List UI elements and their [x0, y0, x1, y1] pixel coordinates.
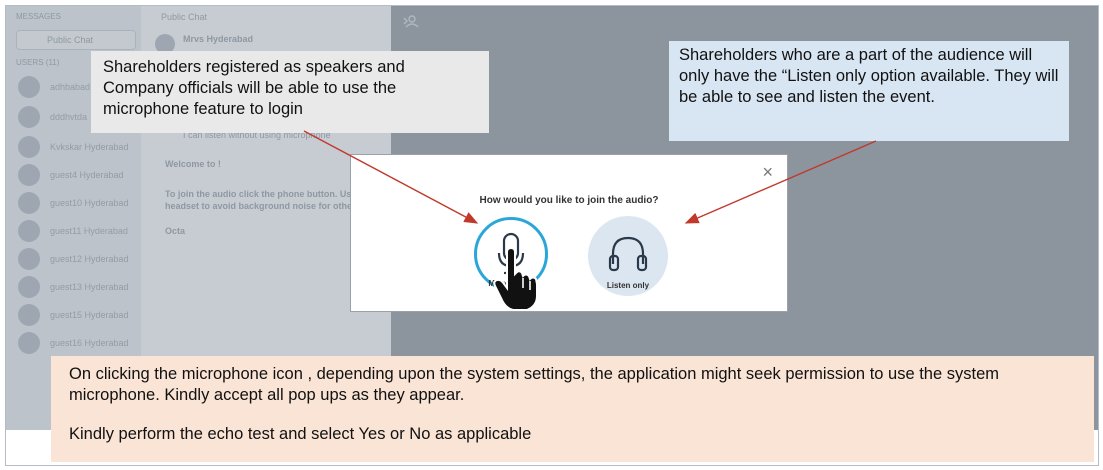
- listen-only-button[interactable]: [588, 216, 668, 296]
- avatar: [155, 34, 175, 54]
- user-list-item[interactable]: guest16 Hyderabad: [18, 332, 138, 354]
- avatar: [18, 276, 40, 298]
- user-list-item[interactable]: guest13 Hyderabad: [18, 276, 138, 298]
- avatar: [18, 220, 40, 242]
- chat-message: I can listen without using microphone: [183, 130, 331, 140]
- user-list-item[interactable]: guest12 Hyderabad: [18, 248, 138, 270]
- user-name: guest15 Hyderabad: [50, 310, 129, 320]
- chat-extra: Octa: [165, 226, 186, 236]
- avatar: [18, 76, 40, 98]
- avatar: [18, 304, 40, 326]
- audience-callout: Shareholders who are a part of the audie…: [669, 41, 1069, 141]
- avatar: [18, 248, 40, 270]
- avatar: [18, 106, 40, 128]
- user-name: Kvkskar Hyderabad: [50, 142, 129, 152]
- user-list-item[interactable]: Kvkskar Hyderabad: [18, 136, 138, 158]
- user-name: guest4 Hyderabad: [50, 170, 124, 180]
- users-count: USERS (11): [16, 58, 60, 67]
- instructions-text: On clicking the microphone icon , depend…: [69, 365, 1000, 404]
- instructions-callout: On clicking the microphone icon , depend…: [51, 356, 1094, 462]
- user-list-item[interactable]: adhbabad: [18, 76, 138, 98]
- avatar: [18, 136, 40, 158]
- sidebar-item-label: Public Chat: [47, 35, 94, 45]
- sidebar-item-public-chat[interactable]: Public Chat: [16, 30, 136, 50]
- chat-welcome: Welcome to !: [165, 159, 221, 169]
- user-list-item[interactable]: guest15 Hyderabad: [18, 304, 138, 326]
- chat-join-instructions: To join the audio click the phone button…: [165, 189, 352, 199]
- user-list-item[interactable]: guest11 Hyderabad: [18, 220, 138, 242]
- echo-test-text: Kindly perform the echo test and select …: [69, 425, 532, 443]
- pointing-hand-icon: [493, 248, 538, 311]
- avatar: [18, 332, 40, 354]
- speakers-callout: Shareholders registered as speakers and …: [91, 51, 489, 133]
- avatar: [18, 192, 40, 214]
- avatar: [18, 164, 40, 186]
- close-icon[interactable]: ×: [762, 162, 773, 182]
- user-name: guest11 Hyderabad: [50, 226, 128, 236]
- user-name: dddhvtda: [50, 112, 88, 122]
- user-list-item[interactable]: guest10 Hyderabad: [18, 192, 138, 214]
- headphones-icon: [608, 236, 648, 272]
- user-list-item[interactable]: guest4 Hyderabad: [18, 164, 138, 186]
- user-name: guest16 Hyderabad: [50, 338, 129, 348]
- user-list-item[interactable]: dddhvtda: [18, 106, 138, 128]
- chat-sender: Mrvs Hyderabad: [183, 34, 254, 44]
- tutorial-slide: MESSAGES Public Chat USERS (11) adhbabad…: [5, 5, 1099, 466]
- modal-title: How would you like to join the audio?: [479, 195, 659, 206]
- user-name: guest12 Hyderabad: [50, 254, 129, 264]
- user-name: guest13 Hyderabad: [50, 282, 129, 292]
- join-audio-modal: × How would you like to join the audio? …: [350, 154, 788, 312]
- users-toggle-icon[interactable]: [403, 14, 419, 28]
- user-name: guest10 Hyderabad: [50, 198, 129, 208]
- messages-header: MESSAGES: [16, 12, 61, 21]
- listen-only-label: Listen only: [606, 281, 650, 290]
- chat-join-instructions: headset to avoid background noise for ot…: [165, 201, 353, 211]
- chat-header: Public Chat: [161, 12, 208, 22]
- user-name: adhbabad: [50, 82, 91, 92]
